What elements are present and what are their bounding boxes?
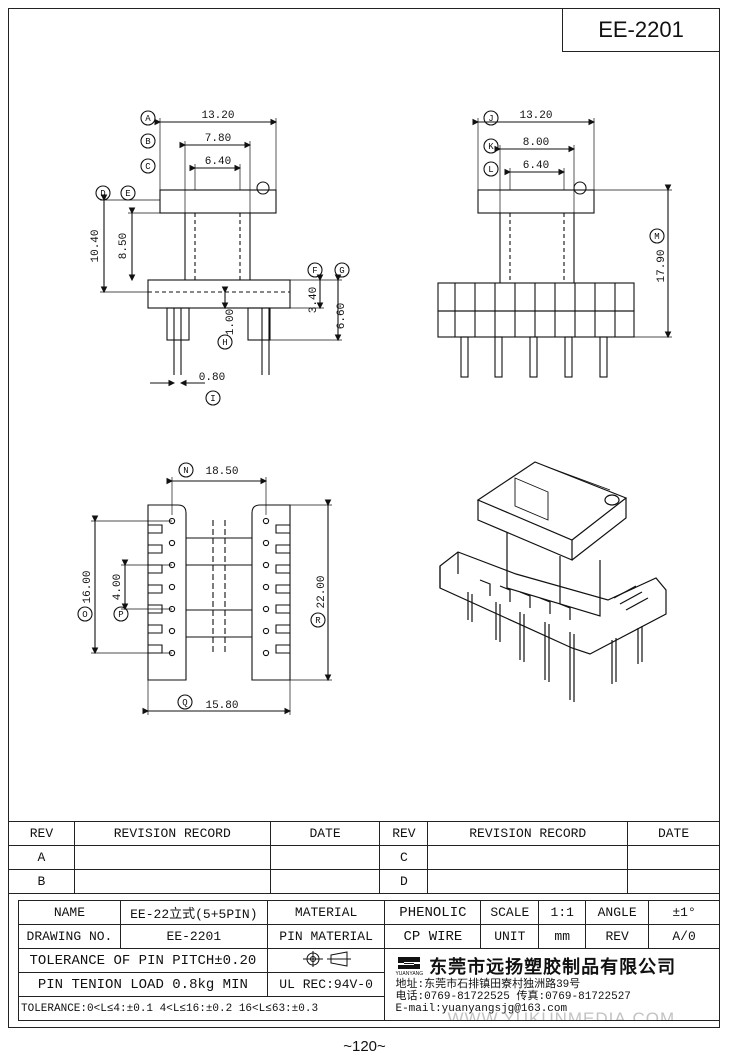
scale-value: 1:1	[538, 900, 587, 925]
pitch-tolerance: TOLERANCE OF PIN PITCH±0.20	[18, 948, 268, 973]
name-label: NAME	[18, 900, 121, 925]
callout-r: R	[315, 616, 321, 626]
dim-bottom-pitch: 4.00	[112, 574, 124, 600]
rev-cell: C	[379, 845, 429, 870]
record-cell	[427, 845, 629, 870]
yuanyang-logo-icon	[398, 957, 421, 969]
date-cell	[627, 845, 720, 870]
front-view	[95, 110, 350, 406]
pin-material-value: CP WIRE	[384, 924, 482, 949]
angle-value: ±1°	[648, 900, 720, 925]
bottom-view	[77, 462, 332, 715]
technical-drawings: 13.20 7.80 6.40 10.40 8.50 1.00 0.80 3.4…	[77, 110, 672, 715]
callout-d: D	[100, 189, 105, 199]
callout-c: C	[145, 162, 151, 172]
rev-label: REV	[585, 924, 650, 949]
dim-side-core-outer: 8.00	[523, 137, 549, 149]
company-header: YUANYANG 东莞市远扬塑胶制品有限公司	[386, 950, 719, 980]
callout-h: H	[222, 338, 227, 348]
callout-f: F	[312, 266, 317, 276]
callout-a: A	[145, 114, 151, 124]
date-cell	[627, 869, 720, 894]
record-cell	[73, 845, 271, 870]
dim-front-base-total: 6.60	[336, 303, 348, 329]
angle-label: ANGLE	[585, 900, 650, 925]
revision-record-header: REVISION RECORD	[73, 821, 271, 846]
rev-value: A/0	[648, 924, 720, 949]
dim-front-core-outer: 7.80	[205, 133, 231, 145]
dim-front-window: 8.50	[118, 233, 130, 259]
material-value: PHENOLIC	[384, 900, 482, 925]
side-view	[437, 110, 672, 378]
isometric-view	[439, 461, 667, 702]
dim-side-core-inner: 6.40	[523, 160, 549, 172]
unit-label: UNIT	[480, 924, 540, 949]
projection-symbol	[266, 948, 386, 973]
callout-l: L	[488, 165, 493, 175]
dim-bottom-pitch-span: 18.50	[205, 466, 238, 478]
pin-tension-load: PIN TENION LOAD 0.8kg MIN	[18, 972, 268, 997]
date-header: DATE	[269, 821, 381, 846]
scale-label: SCALE	[480, 900, 540, 925]
dim-front-base: 3.40	[308, 287, 320, 313]
callout-k: K	[488, 142, 494, 152]
company-address: 地址:东莞市石排镇田寮村独洲路39号	[395, 979, 581, 991]
record-cell	[73, 869, 271, 894]
company-email: E-mail:yuanyangsjg@163.com	[395, 1003, 568, 1015]
date-cell	[269, 869, 381, 894]
company-name: 东莞市远扬塑胶制品有限公司	[429, 957, 677, 978]
dim-front-flange: 1.00	[225, 309, 237, 335]
dim-side-height: 17.90	[656, 249, 668, 282]
revision-row: B D	[8, 869, 720, 894]
date-header-2: DATE	[627, 821, 720, 846]
projection-symbol-icon	[303, 950, 352, 967]
title-block: NAME EE-22立式(5+5PIN) MATERIAL PHENOLIC S…	[17, 900, 720, 1021]
dim-side-width: 13.20	[519, 110, 552, 122]
material-label: MATERIAL	[266, 900, 386, 925]
dim-front-core-inner: 6.40	[205, 156, 231, 168]
name-value: EE-22立式(5+5PIN)	[119, 900, 268, 925]
pin-material-label: PIN MATERIAL	[266, 924, 386, 949]
dim-bottom-length: 22.00	[316, 575, 328, 608]
revision-table: REV REVISION RECORD DATE REV REVISION RE…	[8, 821, 720, 894]
rev-header-2: REV	[379, 821, 429, 846]
company-block: YUANYANG 东莞市远扬塑胶制品有限公司 地址:东莞市石排镇田寮村独洲路39…	[384, 948, 720, 1021]
revision-row: A C	[8, 845, 720, 870]
rev-cell: D	[379, 869, 429, 894]
unit-value: mm	[538, 924, 587, 949]
dim-front-width: 13.20	[201, 110, 234, 122]
drawing-no-label: DRAWING NO.	[18, 924, 121, 949]
logo-caption: YUANYANG	[395, 971, 424, 977]
watermark: WWW.YUKUNMEDIA.COM	[447, 1009, 676, 1021]
document-title: EE-2201	[562, 8, 720, 52]
drawing-frame	[8, 8, 720, 1028]
revision-header-row: REV REVISION RECORD DATE REV REVISION RE…	[8, 821, 720, 846]
callout-m: M	[654, 232, 659, 242]
callout-i: I	[210, 394, 215, 404]
callout-b: B	[145, 137, 151, 147]
callout-q: Q	[182, 698, 187, 708]
callout-g: G	[339, 266, 344, 276]
drawing-no-value: EE-2201	[119, 924, 268, 949]
dim-front-pin: 0.80	[199, 372, 225, 384]
rev-header: REV	[8, 821, 75, 846]
ul-rec: UL REC:94V-0	[266, 972, 386, 997]
callout-o: O	[82, 610, 87, 620]
record-cell	[427, 869, 629, 894]
callout-j: J	[488, 114, 493, 124]
dim-bottom-width: 15.80	[205, 700, 238, 712]
rev-cell: B	[8, 869, 75, 894]
page-number: ~120~	[343, 1038, 386, 1055]
company-logo: YUANYANG	[395, 955, 423, 977]
tolerance-line: TOLERANCE:0<L≤4:±0.1 4<L≤16:±0.2 16<L≤63…	[17, 996, 386, 1021]
company-phone: 电话:0769-81722525 传真:0769-81722527	[395, 991, 631, 1003]
rev-cell: A	[8, 845, 75, 870]
date-cell	[269, 845, 381, 870]
revision-record-header-2: REVISION RECORD	[427, 821, 629, 846]
dim-bottom-pin-span: 16.00	[82, 570, 94, 603]
dim-front-height: 10.40	[90, 229, 102, 262]
callout-e: E	[125, 189, 130, 199]
callout-n: N	[183, 466, 188, 476]
callout-p: P	[118, 610, 123, 620]
